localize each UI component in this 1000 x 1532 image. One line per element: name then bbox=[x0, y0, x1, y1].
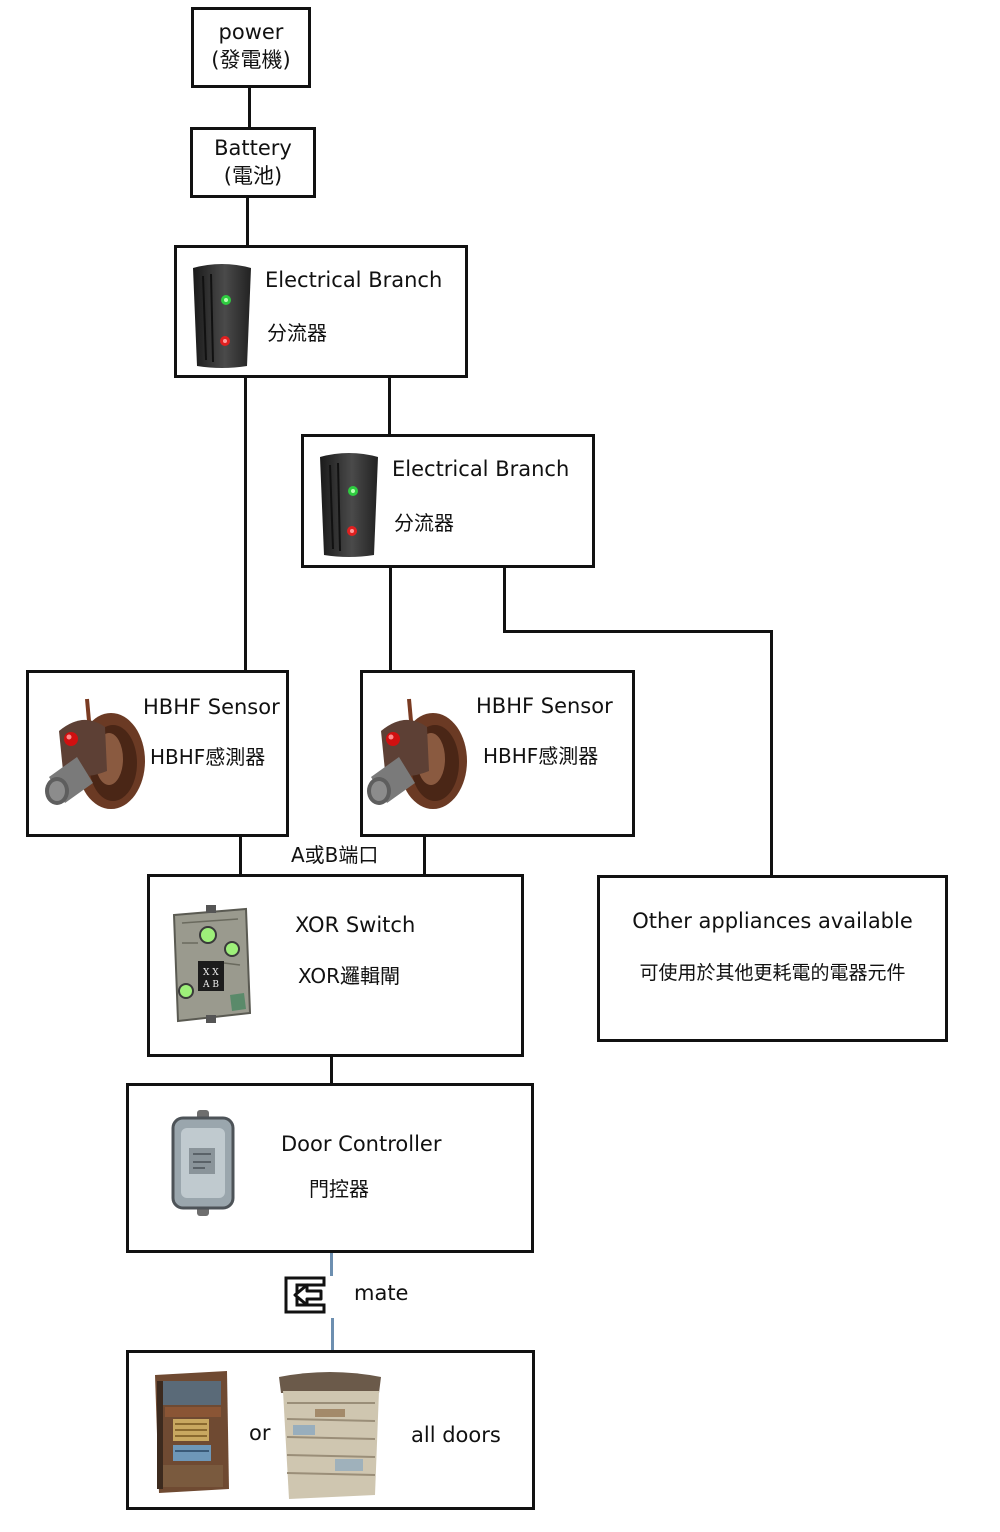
edge-sensor1-xor bbox=[239, 836, 242, 876]
node-doors: or all doors bbox=[126, 1350, 535, 1510]
node-branch2: Electrical Branch 分流器 bbox=[301, 434, 595, 568]
edge-battery-branch1 bbox=[246, 197, 249, 247]
edge-branch2-other-down bbox=[503, 567, 506, 632]
svg-text:A B: A B bbox=[202, 980, 219, 990]
hbhf-sensor-icon bbox=[367, 698, 467, 809]
edge-branch2-sensor2 bbox=[389, 567, 392, 671]
node-other-appliances: Other appliances available 可使用於其他更耗電的電器元… bbox=[597, 875, 948, 1042]
node-door-controller-label-zh: 門控器 bbox=[309, 1177, 369, 1201]
doors-or-label: or bbox=[249, 1421, 271, 1445]
node-xor: X X A B XOR Switch XOR邏輯閘 bbox=[147, 874, 524, 1057]
node-branch2-label-en: Electrical Branch bbox=[392, 457, 570, 481]
node-branch1-label-en: Electrical Branch bbox=[265, 268, 443, 292]
node-branch2-label-zh: 分流器 bbox=[394, 511, 454, 535]
node-door-controller: Door Controller 門控器 bbox=[126, 1083, 534, 1253]
node-xor-label-en: XOR Switch bbox=[295, 913, 416, 937]
node-branch1-label-zh: 分流器 bbox=[267, 321, 327, 345]
edge-mate-upper bbox=[330, 1252, 333, 1276]
edge-xor-doorcontroller bbox=[330, 1055, 333, 1085]
node-other-label-zh: 可使用於其他更耗電的電器元件 bbox=[639, 962, 906, 984]
node-branch1: Electrical Branch 分流器 bbox=[174, 245, 468, 378]
node-xor-label-zh: XOR邏輯閘 bbox=[298, 964, 401, 988]
sheet-metal-door-icon bbox=[155, 1371, 229, 1493]
electrical-branch-icon bbox=[320, 453, 378, 557]
node-battery-label-en: Battery bbox=[214, 136, 292, 160]
doors-all-label: all doors bbox=[411, 1423, 501, 1447]
xor-switch-icon: X X A B bbox=[172, 905, 252, 1023]
node-power-label-zh: (發電機) bbox=[211, 48, 291, 72]
node-battery-label-zh: (電池) bbox=[223, 164, 283, 188]
node-sensor1-label-zh: HBHF感測器 bbox=[150, 745, 266, 769]
node-power-label-en: power bbox=[218, 20, 284, 44]
node-sensor2-label-en: HBHF Sensor bbox=[476, 694, 613, 718]
arrow-left-box-icon bbox=[284, 1276, 326, 1314]
node-battery: Battery (電池) bbox=[190, 127, 316, 198]
hbhf-sensor-icon bbox=[45, 698, 145, 809]
node-door-controller-label-en: Door Controller bbox=[281, 1132, 442, 1156]
node-sensor2-label-zh: HBHF感測器 bbox=[483, 744, 599, 768]
garage-door-icon bbox=[279, 1372, 381, 1499]
port-label: A或B端口 bbox=[291, 843, 379, 867]
node-other-label-en: Other appliances available bbox=[632, 909, 913, 933]
node-sensor1-label-en: HBHF Sensor bbox=[143, 695, 280, 719]
edge-branch1-branch2 bbox=[388, 377, 391, 435]
node-sensor1: HBHF Sensor HBHF感測器 bbox=[26, 670, 289, 837]
edge-power-battery bbox=[248, 88, 251, 128]
edge-branch2-other-across bbox=[503, 630, 773, 633]
node-sensor2: HBHF Sensor HBHF感測器 bbox=[360, 670, 635, 837]
door-controller-icon bbox=[171, 1110, 235, 1216]
svg-text:X X: X X bbox=[203, 968, 219, 978]
edge-sensor2-xor bbox=[423, 836, 426, 876]
edge-branch1-sensor1 bbox=[244, 377, 247, 672]
mate-label: mate bbox=[354, 1281, 409, 1305]
electrical-branch-icon bbox=[193, 264, 251, 368]
edge-branch2-other-drop bbox=[770, 630, 773, 877]
node-power: power (發電機) bbox=[191, 7, 311, 88]
edge-mate-lower bbox=[331, 1318, 334, 1351]
